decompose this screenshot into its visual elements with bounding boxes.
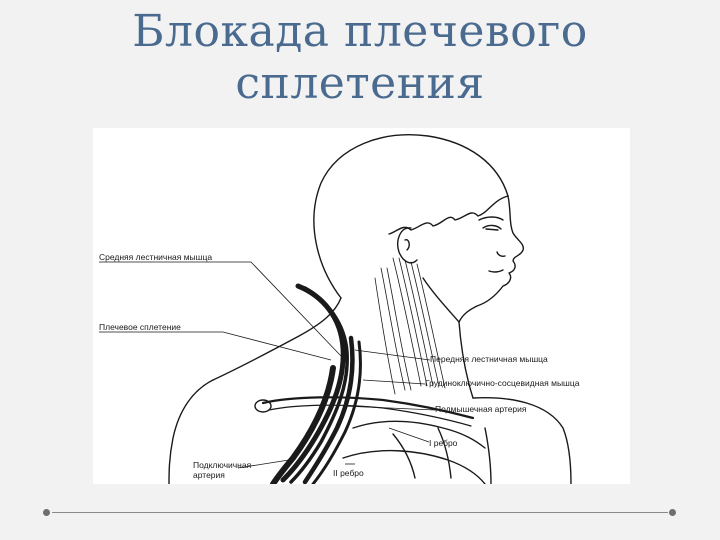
slide-title: Блокада плечевого сплетения (0, 6, 720, 110)
label-sternocleidomastoid: Грудиноключично-сосцевидная мышца (425, 378, 580, 388)
anatomy-drawing (99, 134, 572, 484)
label-middle-scalene: Средняя лестничная мышца (99, 252, 213, 262)
shoulder-right (472, 397, 572, 484)
ear (397, 227, 418, 264)
leader-rib-1 (388, 427, 430, 443)
leader-anterior-scalene (354, 349, 431, 361)
clavicle (261, 396, 475, 420)
subclavian-artery (270, 365, 336, 484)
label-subclavian-line-2: артерия (193, 470, 225, 480)
eye (482, 224, 502, 230)
label-rib-1: I ребро (429, 438, 458, 448)
label-axillary-artery: Подмышечная артерия (435, 404, 527, 414)
footer-rule (52, 512, 668, 513)
label-anterior-scalene: Передняя лестничная мышца (430, 354, 548, 364)
label-subclavian-line-1: Подключичная (193, 460, 252, 470)
footer-dot-left (43, 509, 50, 516)
shoulder-left (168, 379, 214, 484)
title-line-2: сплетения (235, 58, 485, 109)
rib-2 (342, 449, 486, 484)
neck-front (458, 321, 474, 399)
anatomy-illustration: Средняя лестничная мышца Плечевое сплете… (93, 128, 630, 484)
leader-axillary-artery (342, 405, 436, 411)
leader-subclavian (237, 459, 290, 469)
title-line-1: Блокада плечевого (132, 6, 588, 57)
rib-1 (352, 420, 486, 449)
leader-brachial-plexus (99, 331, 332, 361)
jaw-line (422, 277, 460, 323)
neck-back (212, 297, 342, 381)
label-rib-2: II ребро (333, 468, 364, 478)
head-outline (313, 134, 509, 299)
label-brachial-plexus: Плечевое сплетение (99, 322, 181, 332)
hair-fringe (388, 195, 509, 235)
footer-dot-right (669, 509, 676, 516)
face-profile (458, 195, 525, 323)
leader-middle-scalene (99, 261, 342, 357)
leader-sternocleidomastoid (362, 379, 426, 385)
